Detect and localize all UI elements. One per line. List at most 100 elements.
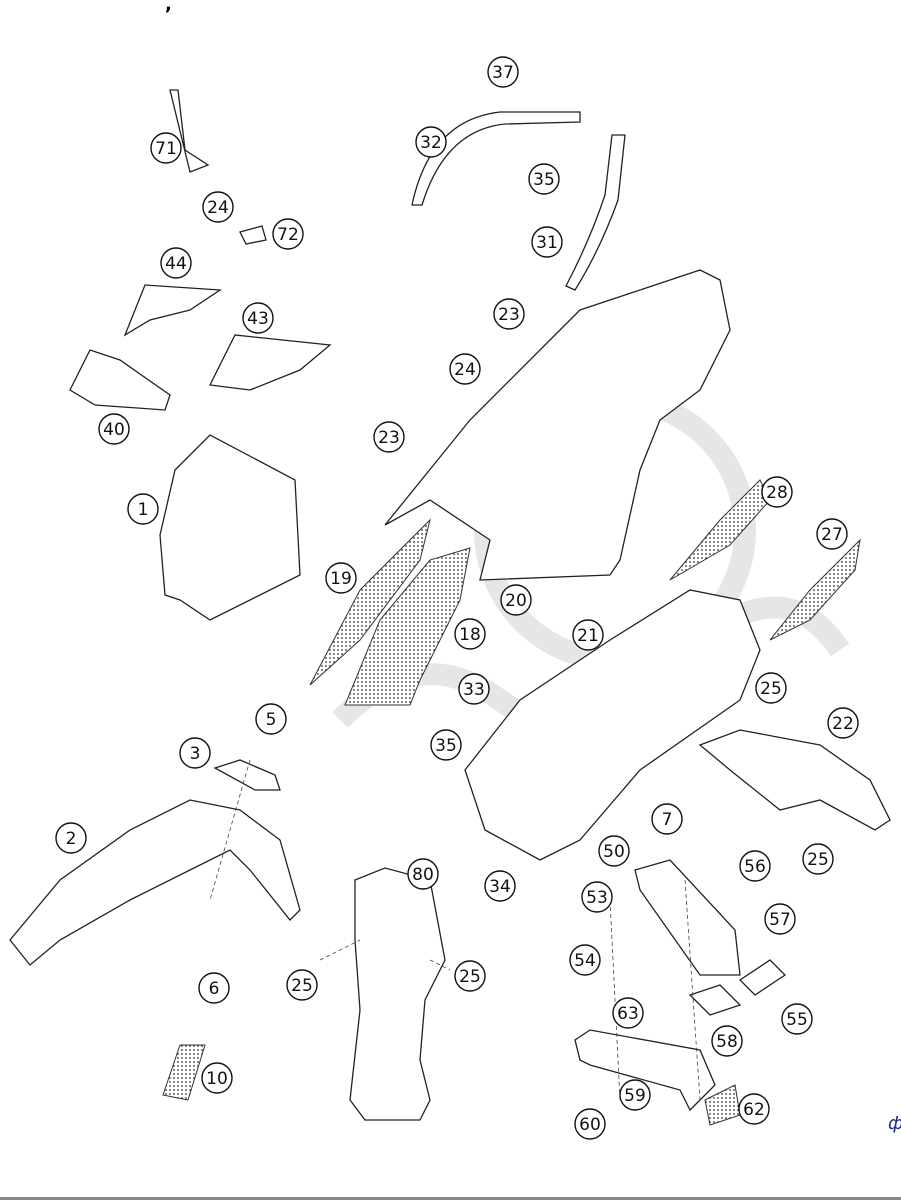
callout-43: 43 [242, 302, 274, 334]
callout-10: 10 [201, 1062, 233, 1094]
callout-number: 33 [463, 680, 485, 700]
part-19-decal [309, 518, 431, 686]
callout-circle [484, 870, 516, 902]
callout-2: 2 [55, 822, 87, 854]
callout-20: 20 [500, 584, 532, 616]
callout-circle [802, 843, 834, 875]
callout-number: 18 [459, 625, 481, 645]
callout-58: 58 [711, 1025, 743, 1057]
callout-circle [569, 944, 601, 976]
callout-circle [531, 226, 563, 258]
callout-55: 55 [781, 1003, 813, 1035]
callout-32: 32 [415, 126, 447, 158]
callout-circle [738, 1093, 770, 1125]
callout-63: 63 [612, 997, 644, 1029]
callout-24: 24 [449, 353, 481, 385]
part-10-decal [162, 1044, 206, 1101]
callout-circle [373, 421, 405, 453]
callout-number: 32 [420, 133, 442, 153]
part-44-bracket [123, 284, 222, 337]
callout-circle [454, 618, 486, 650]
callout-circle [739, 850, 771, 882]
callout-circle [198, 972, 230, 1004]
callout-number: 25 [807, 850, 829, 870]
callout-23: 23 [373, 421, 405, 453]
callout-number: 43 [247, 309, 269, 329]
callout-22: 22 [827, 707, 859, 739]
callout-number: 23 [378, 428, 400, 448]
part-27-decal [769, 538, 861, 641]
callout-circle [55, 822, 87, 854]
callout-18: 18 [454, 618, 486, 650]
callout-circle [764, 903, 796, 935]
callout-number: 44 [165, 254, 187, 274]
callout-circle [493, 298, 525, 330]
corner-mark: ф [888, 1113, 901, 1134]
callout-number: 35 [533, 170, 555, 190]
callout-56: 56 [739, 850, 771, 882]
part-32-grab-handle [411, 111, 581, 206]
callout-circle [255, 703, 287, 735]
callout-circle [781, 1003, 813, 1035]
callout-number: 25 [760, 679, 782, 699]
callout-number: 50 [603, 842, 625, 862]
callout-number: 23 [498, 305, 520, 325]
cropped-title-fragment: , [165, 0, 172, 15]
part-20-seat [384, 269, 731, 581]
callout-25: 25 [454, 960, 486, 992]
callout-40: 40 [98, 413, 130, 445]
callout-circle [574, 1108, 606, 1140]
part-31-grab-handle [565, 134, 626, 291]
callout-1: 1 [127, 493, 159, 525]
callout-circle [454, 960, 486, 992]
part-72-clip [239, 225, 267, 245]
callout-37: 37 [487, 56, 519, 88]
callout-circle [272, 218, 304, 250]
part-22-rear-fender [698, 729, 891, 831]
callout-number: 40 [103, 420, 125, 440]
callout-number: 25 [459, 967, 481, 987]
part-58-plate [688, 984, 742, 1016]
callout-number: 72 [277, 225, 299, 245]
callout-number: 24 [454, 360, 476, 380]
part-2-front-fender [9, 799, 301, 966]
callout-number: 31 [536, 233, 558, 253]
callout-number: 21 [577, 626, 599, 646]
callout-6: 6 [198, 972, 230, 1004]
callout-circle [755, 672, 787, 704]
callout-21: 21 [572, 619, 604, 651]
callout-71: 71 [150, 132, 182, 164]
callout-number: 25 [291, 976, 313, 996]
callout-number: 57 [769, 910, 791, 930]
callout-circle [407, 858, 439, 890]
callout-circle [612, 997, 644, 1029]
callout-number: 22 [832, 714, 854, 734]
part-62-reflector [704, 1084, 741, 1126]
callout-35: 35 [430, 729, 462, 761]
part-43-bracket [209, 334, 332, 391]
callout-25: 25 [755, 672, 787, 704]
callout-number: 62 [743, 1100, 765, 1120]
callout-number: 10 [206, 1069, 228, 1089]
callout-number: 37 [492, 63, 514, 83]
callout-circle [242, 302, 274, 334]
callout-number: 34 [489, 877, 511, 897]
callout-number: 19 [330, 569, 352, 589]
callout-19: 19 [325, 562, 357, 594]
callout-number: 56 [744, 857, 766, 877]
callout-circle [458, 673, 490, 705]
callout-circle [581, 881, 613, 913]
callout-number: 58 [716, 1032, 738, 1052]
callout-5: 5 [255, 703, 287, 735]
part-40-cover [69, 349, 171, 411]
callout-72: 72 [272, 218, 304, 250]
callout-circle [528, 163, 560, 195]
callout-80: 80 [407, 858, 439, 890]
bottom-border [0, 1197, 901, 1200]
callout-59: 59 [619, 1079, 651, 1111]
callout-circle [150, 132, 182, 164]
callout-number: 20 [505, 591, 527, 611]
callout-54: 54 [569, 944, 601, 976]
